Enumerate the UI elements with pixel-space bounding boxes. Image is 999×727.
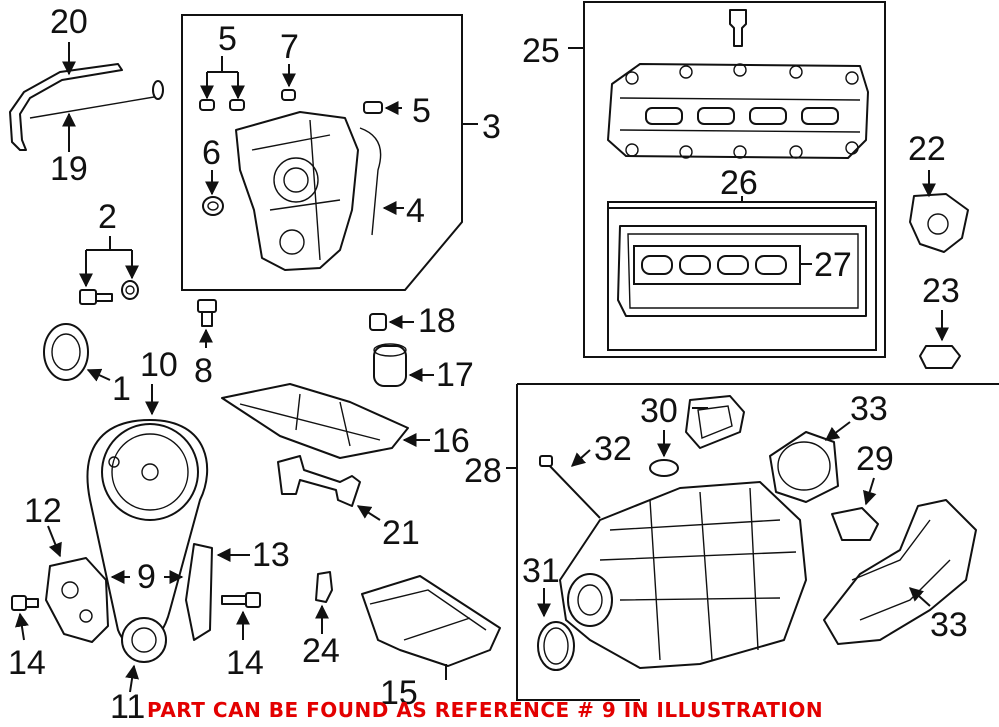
callout-11: 11 [110, 688, 145, 726]
intake-manifold [559, 481, 807, 669]
dowel-pin-7 [281, 89, 296, 101]
callout-33b: 33 [930, 606, 968, 644]
callout-13: 13 [252, 536, 290, 574]
dowel-pin-a [199, 99, 215, 111]
intake-cover-33 [823, 499, 977, 645]
callout-28: 28 [464, 452, 502, 490]
callout-23: 23 [922, 272, 960, 310]
callout-16: 16 [432, 422, 470, 460]
cover-gasket [359, 127, 382, 236]
oil-pickup-tube [277, 455, 361, 507]
callout-33a: 33 [850, 390, 888, 428]
chain-guide [185, 543, 213, 641]
callout-6: 6 [202, 134, 221, 172]
tensioner-bolt-head [11, 595, 27, 611]
callout-2: 2 [98, 198, 117, 236]
callout-8: 8 [194, 352, 213, 390]
callout-20: 20 [50, 3, 88, 41]
callout-9: 9 [137, 558, 156, 596]
oil-plug-18 [369, 313, 387, 331]
callout-1: 1 [112, 370, 131, 408]
callout-31: 31 [522, 552, 560, 590]
callout-14b: 14 [226, 644, 264, 682]
callout-21: 21 [382, 514, 420, 552]
o-ring-30 [649, 459, 679, 477]
oil-pan [361, 575, 501, 667]
gasket-30 [685, 395, 745, 449]
callout-19: 19 [50, 150, 88, 188]
valve-cover [607, 63, 869, 159]
bolt-8-shank [201, 311, 213, 327]
callout-30: 30 [640, 392, 678, 430]
bolt-32 [545, 461, 601, 519]
callout-24: 24 [302, 632, 340, 670]
callout-32: 32 [594, 430, 632, 468]
plug-tube-seal-3 [717, 255, 749, 275]
oil-filter [373, 345, 407, 387]
timing-cover-group-box [181, 14, 463, 291]
plug-tube-seal-4 [755, 255, 787, 275]
oil-sensor-24 [315, 571, 333, 603]
crank-sprocket [121, 617, 167, 663]
leader-5a [206, 56, 239, 96]
throttle-body-flange [567, 573, 613, 627]
reference-note: PART CAN BE FOUND AS REFERENCE # 9 IN IL… [147, 698, 823, 722]
chain-tensioner [45, 557, 109, 643]
callout-3: 3 [482, 108, 501, 146]
callout-14a: 14 [8, 644, 46, 682]
gasket-29 [831, 507, 879, 541]
leader-2 [85, 236, 133, 282]
callout-10: 10 [140, 346, 178, 384]
callout-29: 29 [856, 440, 894, 478]
guide-bolt-head [245, 592, 261, 608]
tensioner-bolt-shank [25, 598, 39, 608]
cap-23 [919, 345, 961, 369]
dowel-pin-5b [363, 101, 383, 114]
callout-5b: 5 [412, 92, 431, 130]
plug-tube-seal-1 [641, 255, 673, 275]
callout-7: 7 [280, 28, 299, 66]
valve-cover-gasket-box [607, 207, 877, 351]
callout-22: 22 [908, 130, 946, 168]
callout-12: 12 [24, 492, 62, 530]
valve-cover-group-box [583, 1, 886, 358]
dipstick-handle [152, 80, 164, 100]
callout-17: 17 [436, 356, 474, 394]
washer-2 [121, 280, 139, 300]
dipstick-tube [9, 63, 123, 151]
windage-tray [221, 383, 409, 459]
callout-26: 26 [720, 164, 758, 202]
crank-damper [43, 323, 89, 381]
bolt-8-head [197, 299, 217, 313]
callout-25: 25 [522, 32, 560, 70]
bolt-head-2 [79, 289, 97, 305]
callout-5a: 5 [218, 20, 237, 58]
bolt-32-head [539, 455, 553, 467]
timing-cover [235, 111, 359, 271]
valve-cover-bolts [625, 63, 859, 159]
plug-tube-seal-2 [679, 255, 711, 275]
dowel-pin-b [229, 99, 245, 111]
callout-15: 15 [380, 674, 418, 712]
sensor-housing-22 [909, 193, 969, 253]
callout-18: 18 [418, 302, 456, 340]
cam-sprocket [101, 423, 199, 521]
callout-27: 27 [814, 246, 852, 284]
intake-manifold-group-box [516, 383, 999, 701]
pcv-valve [729, 9, 747, 47]
callout-4: 4 [406, 192, 425, 230]
bolt-shank-2 [95, 293, 113, 302]
dipstick [29, 95, 161, 119]
front-seal [202, 196, 224, 216]
